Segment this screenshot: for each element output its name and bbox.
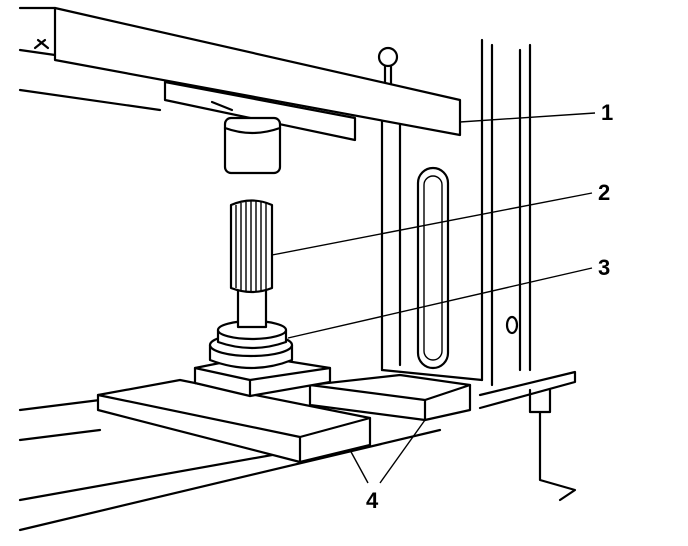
callout-1: 1 [601, 100, 614, 125]
press-frame-column [380, 38, 532, 387]
leader-line-3 [287, 267, 593, 339]
press-bed [18, 370, 577, 532]
callout-3: 3 [598, 255, 611, 280]
callout-4: 4 [366, 488, 379, 513]
leader-line-1 [459, 112, 596, 123]
press-ram-beam [18, 6, 462, 142]
leader-line-2 [271, 192, 593, 256]
leader-lines [271, 112, 596, 484]
flange-hub [208, 319, 294, 370]
ram-cylinder [223, 116, 282, 175]
leader-line-4b [379, 419, 426, 484]
splined-shaft [229, 199, 274, 329]
leader-line-4a [349, 449, 369, 484]
callout-2: 2 [598, 180, 611, 205]
press-support-blocks [96, 373, 472, 464]
